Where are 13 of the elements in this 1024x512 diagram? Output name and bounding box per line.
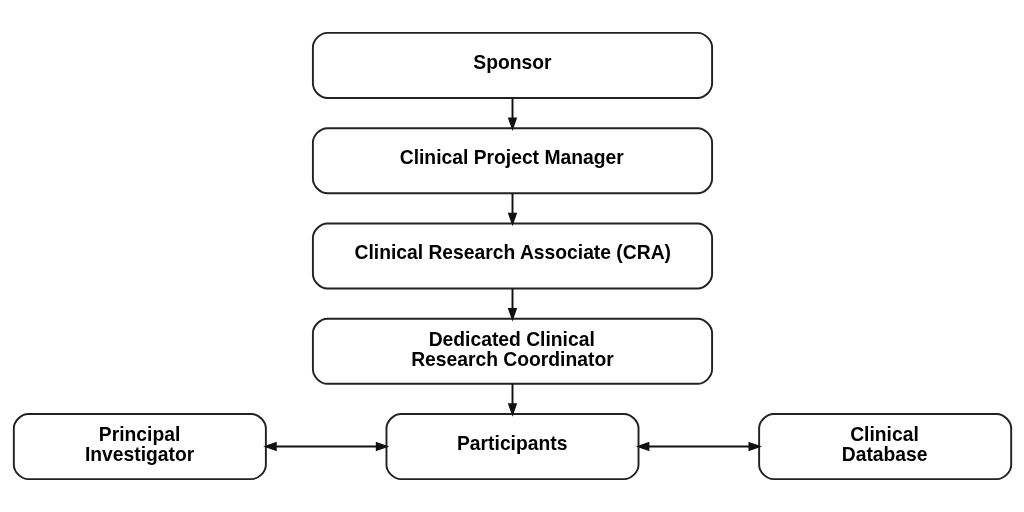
node-box: Clinical Database: [757, 413, 1012, 481]
arrow: [507, 97, 517, 132]
node-box: Dedicated Clinical Research Coordinator: [311, 317, 713, 385]
arrow: [507, 192, 517, 227]
node-box: Clinical Research Associate (CRA): [311, 222, 713, 290]
arrow: [507, 287, 517, 322]
node-box: Sponsor: [311, 31, 713, 99]
arrow: [262, 441, 389, 452]
arrow: [635, 441, 762, 452]
arrow: [507, 382, 517, 417]
node-box: Principal Investigator: [12, 413, 267, 481]
node-box: Clinical Project Manager: [311, 127, 713, 195]
node-box: Participants: [385, 413, 639, 481]
